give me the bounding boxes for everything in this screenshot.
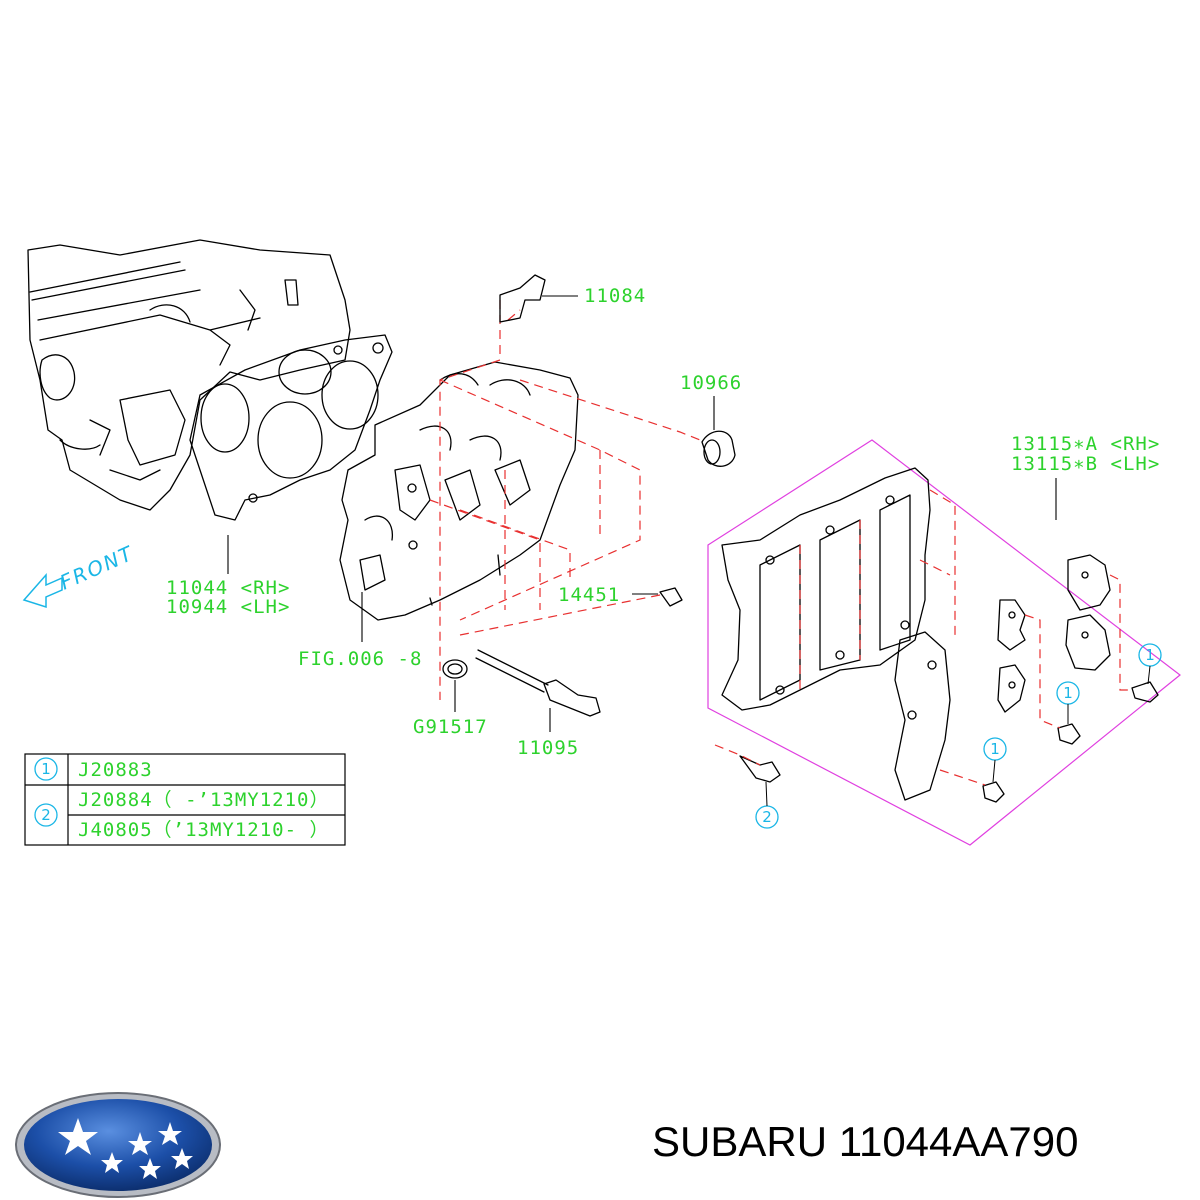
label-10966: 10966 [680,372,742,394]
label-13115b: 13115∗B <LH> [1011,453,1160,475]
assembly-guide-lines [429,300,701,700]
label-13115a: 13115∗A <RH> [1011,433,1160,455]
svg-text:1: 1 [1145,646,1155,664]
svg-text:1: 1 [990,740,1000,758]
part-14451-drawing [632,587,683,607]
brand-name: SUBARU [652,1118,828,1165]
front-label: FRONT [56,541,137,595]
engine-block-drawing [27,239,351,511]
callout-1-a: 1 [1138,643,1162,685]
label-11095: 11095 [517,737,579,759]
callout-1-c: 1 [983,737,1007,783]
head-gasket-drawing [189,334,393,521]
callout-1-b: 1 [1056,681,1080,724]
subaru-logo [15,1092,221,1198]
legend-part-3: J40805（’13MY1210- ） [78,819,329,841]
legend-part-2: J20884（ -’13MY1210） [78,789,329,811]
svg-text:1: 1 [41,760,51,778]
label-fig: FIG.006 -8 [298,648,422,670]
cylinder-head-drawing [339,361,579,621]
part-11095-drawing [475,649,601,732]
legend-mark-2: 2 [34,803,58,827]
part-11084-drawing [499,274,578,323]
part-caption: SUBARU 11044AA790 [652,1118,1079,1166]
part-g91517-drawing [442,659,468,712]
label-11044: 11044 <RH> [166,577,290,599]
label-g91517: G91517 [413,716,488,738]
label-14451: 14451 [558,584,620,606]
front-arrow: FRONT [22,541,138,609]
legend-mark-1: 1 [34,757,58,781]
callout-2-a: 2 [755,781,779,829]
part-number: 11044AA790 [838,1118,1079,1165]
svg-text:2: 2 [762,808,772,826]
cam-carrier-group [707,439,1181,846]
label-10944: 10944 <LH> [166,596,290,618]
part-10966-drawing [701,396,736,467]
legend-table: 1 2 J20883 J20884（ -’13MY1210） J40805（’1… [24,753,346,846]
svg-text:2: 2 [41,806,51,824]
svg-text:1: 1 [1063,684,1073,702]
legend-part-1: J20883 [78,759,153,781]
label-11084: 11084 [584,285,646,307]
